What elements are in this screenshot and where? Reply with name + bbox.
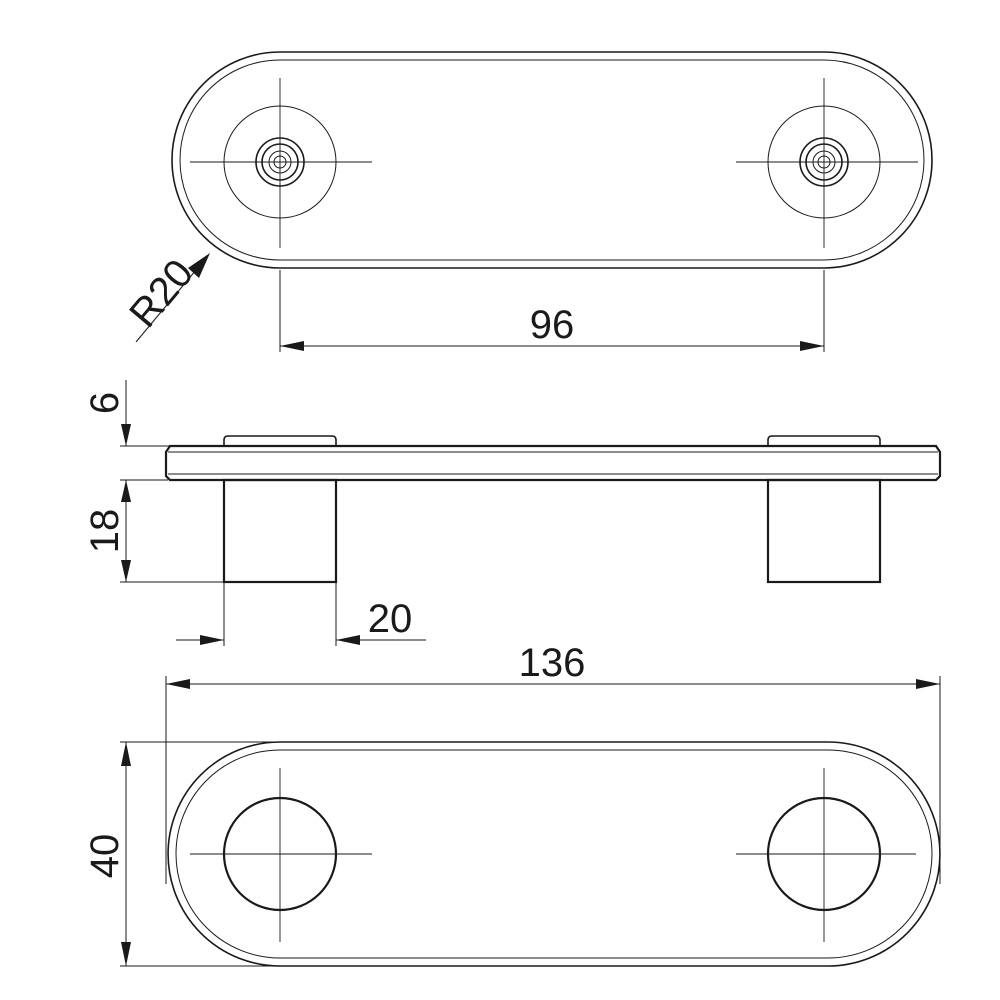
right-head-side [767,435,881,446]
overall-length-dimension: 136 [165,641,941,884]
hole-spacing-label: 96 [530,303,575,347]
left-fastener-top [190,78,372,248]
left-post-side [222,478,338,584]
overall-width-dimension: 40 [83,741,280,967]
side-view: 6 18 20 [83,380,942,646]
top-view: R20 96 [121,51,933,352]
overall-length-label: 136 [519,641,586,685]
left-post-bottom [190,768,372,942]
bottom-view-outline [167,741,941,967]
top-view-outline [171,51,933,269]
radius-label: R20 [121,251,202,336]
plate-side [164,444,942,482]
right-post-bottom [736,768,916,942]
post-height-dimension: 18 [83,480,224,583]
post-diameter-label: 20 [368,597,413,641]
left-head-side [223,435,337,446]
plate-thickness-dimension: 6 [83,380,224,481]
right-fastener-top [736,78,918,248]
bottom-view: 136 40 [83,641,941,967]
right-post-side [766,478,882,584]
bottom-view-inner-outline [175,749,933,959]
plate-thickness-label: 6 [83,392,127,414]
post-diameter-dimension: 20 [176,582,426,646]
top-view-inner-outline [179,59,925,261]
radius-dimension: R20 [121,251,210,343]
post-height-label: 18 [83,509,127,554]
hole-spacing-dimension: 96 [279,270,825,352]
overall-width-label: 40 [83,834,127,879]
